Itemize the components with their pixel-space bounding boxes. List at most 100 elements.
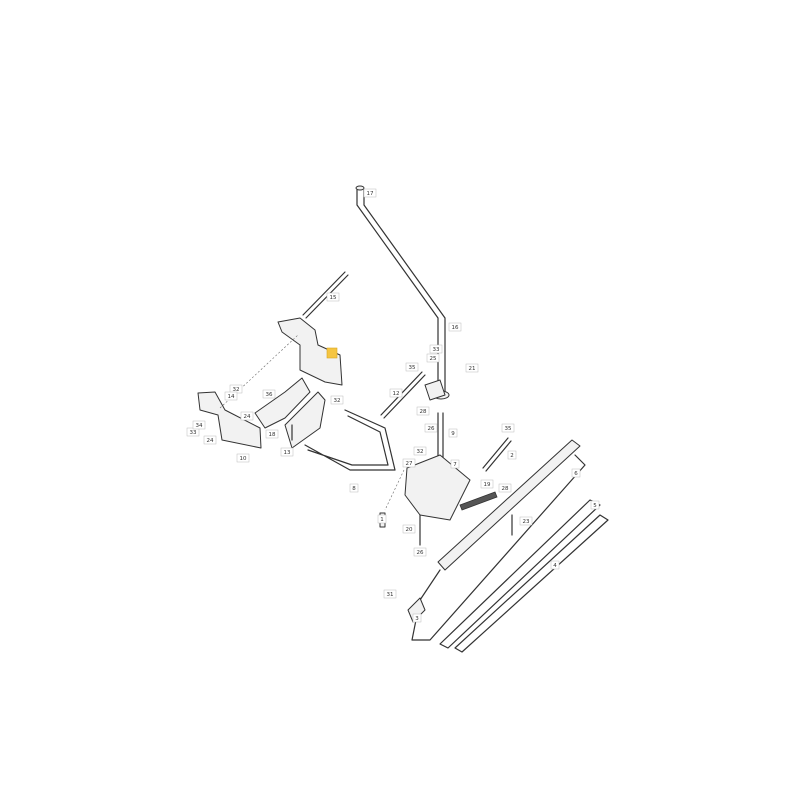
callout-number: 19: [484, 482, 491, 488]
callout-28: 28: [498, 483, 512, 493]
callout-box: [377, 514, 387, 524]
callout-box: [405, 362, 419, 372]
callout-number: 6: [574, 471, 578, 477]
wear-strip: [454, 514, 609, 653]
callout-number: 24: [244, 414, 251, 420]
callout-15: 15: [326, 292, 340, 302]
bolt: [291, 424, 513, 546]
callout-box: [326, 292, 340, 302]
callout-number: 25: [430, 356, 437, 362]
callout-24: 24: [203, 435, 217, 445]
callout-number: 20: [406, 527, 413, 533]
callout-box: [280, 447, 294, 457]
callout-18: 18: [265, 429, 279, 439]
cover: [254, 377, 311, 429]
blade: [411, 439, 586, 641]
callout-number: 28: [502, 486, 509, 492]
callout-number: 5: [593, 503, 597, 509]
callout-9: 9: [448, 428, 458, 438]
callout-box: [402, 458, 416, 468]
callout-32: 32: [413, 446, 427, 456]
callout-box: [448, 428, 458, 438]
callout-19: 19: [480, 479, 494, 489]
callout-box: [240, 411, 254, 421]
callout-33: 33: [429, 344, 443, 354]
callout-number: 35: [505, 426, 512, 432]
callout-box: [349, 483, 359, 493]
callout-28: 28: [416, 406, 430, 416]
callout-number: 28: [420, 409, 427, 415]
callout-box: [501, 423, 515, 433]
callout-box: [192, 420, 206, 430]
callout-number: 17: [367, 191, 374, 197]
callout-6: 6: [571, 468, 581, 478]
frame: [304, 409, 396, 471]
callout-1: 1: [377, 514, 387, 524]
callout-35: 35: [405, 362, 419, 372]
callout-number: 23: [523, 519, 530, 525]
callout-number: 3: [415, 616, 419, 622]
callout-number: 14: [228, 394, 235, 400]
callout-26: 26: [413, 547, 427, 557]
callout-16: 16: [448, 322, 462, 332]
callout-number: 31: [387, 592, 394, 598]
callout-number: 32: [233, 387, 240, 393]
callout-box: [389, 388, 403, 398]
callout-number: 32: [417, 449, 424, 455]
callout-26: 26: [424, 423, 438, 433]
callout-box: [236, 453, 250, 463]
callout-7: 7: [450, 459, 460, 469]
callout-17: 17: [363, 188, 377, 198]
rod: [302, 271, 346, 316]
bracket-left: [197, 391, 262, 449]
callout-20: 20: [402, 524, 416, 534]
callout-number: 35: [409, 365, 416, 371]
callout-35: 35: [501, 423, 515, 433]
callout-number: 12: [393, 391, 400, 397]
lift-handle: [355, 185, 450, 401]
bracket-small: [407, 597, 426, 623]
callout-36: 36: [262, 389, 276, 399]
callout-13: 13: [280, 447, 294, 457]
callout-number: 36: [266, 392, 273, 398]
upper-bracket: [277, 317, 343, 386]
callout-box: [507, 450, 517, 460]
callout-box: [498, 483, 512, 493]
callout-box: [402, 524, 416, 534]
callout-number: 7: [453, 462, 457, 468]
callout-box: [424, 423, 438, 433]
callout-box: [519, 516, 533, 526]
callout-number: 4: [553, 563, 557, 569]
callout-number: 32: [334, 398, 341, 404]
callout-box: [363, 188, 377, 198]
callout-number: 8: [352, 486, 356, 492]
callout-32: 32: [330, 395, 344, 405]
callout-number: 33: [433, 347, 440, 353]
callout-box: [450, 459, 460, 469]
callout-box: [480, 479, 494, 489]
callout-number: 16: [452, 325, 459, 331]
callout-box: [413, 446, 427, 456]
callout-box: [571, 468, 581, 478]
callout-number: 26: [417, 550, 424, 556]
callout-box: [426, 353, 440, 363]
callout-box: [550, 560, 560, 570]
callout-box: [429, 344, 443, 354]
callout-24: 24: [240, 411, 254, 421]
callout-box: [590, 500, 600, 510]
callout-box: [448, 322, 462, 332]
callout-8: 8: [349, 483, 359, 493]
callout-number: 21: [469, 366, 476, 372]
callout-2: 2: [507, 450, 517, 460]
callout-number: 34: [196, 423, 203, 429]
callout-number: 26: [428, 426, 435, 432]
callout-number: 2: [510, 453, 514, 459]
callout-box: [465, 363, 479, 373]
callout-number: 33: [190, 430, 197, 436]
callout-number: 15: [330, 295, 337, 301]
callout-21: 21: [465, 363, 479, 373]
callout-25: 25: [426, 353, 440, 363]
callout-box: [203, 435, 217, 445]
callout-5: 5: [590, 500, 600, 510]
